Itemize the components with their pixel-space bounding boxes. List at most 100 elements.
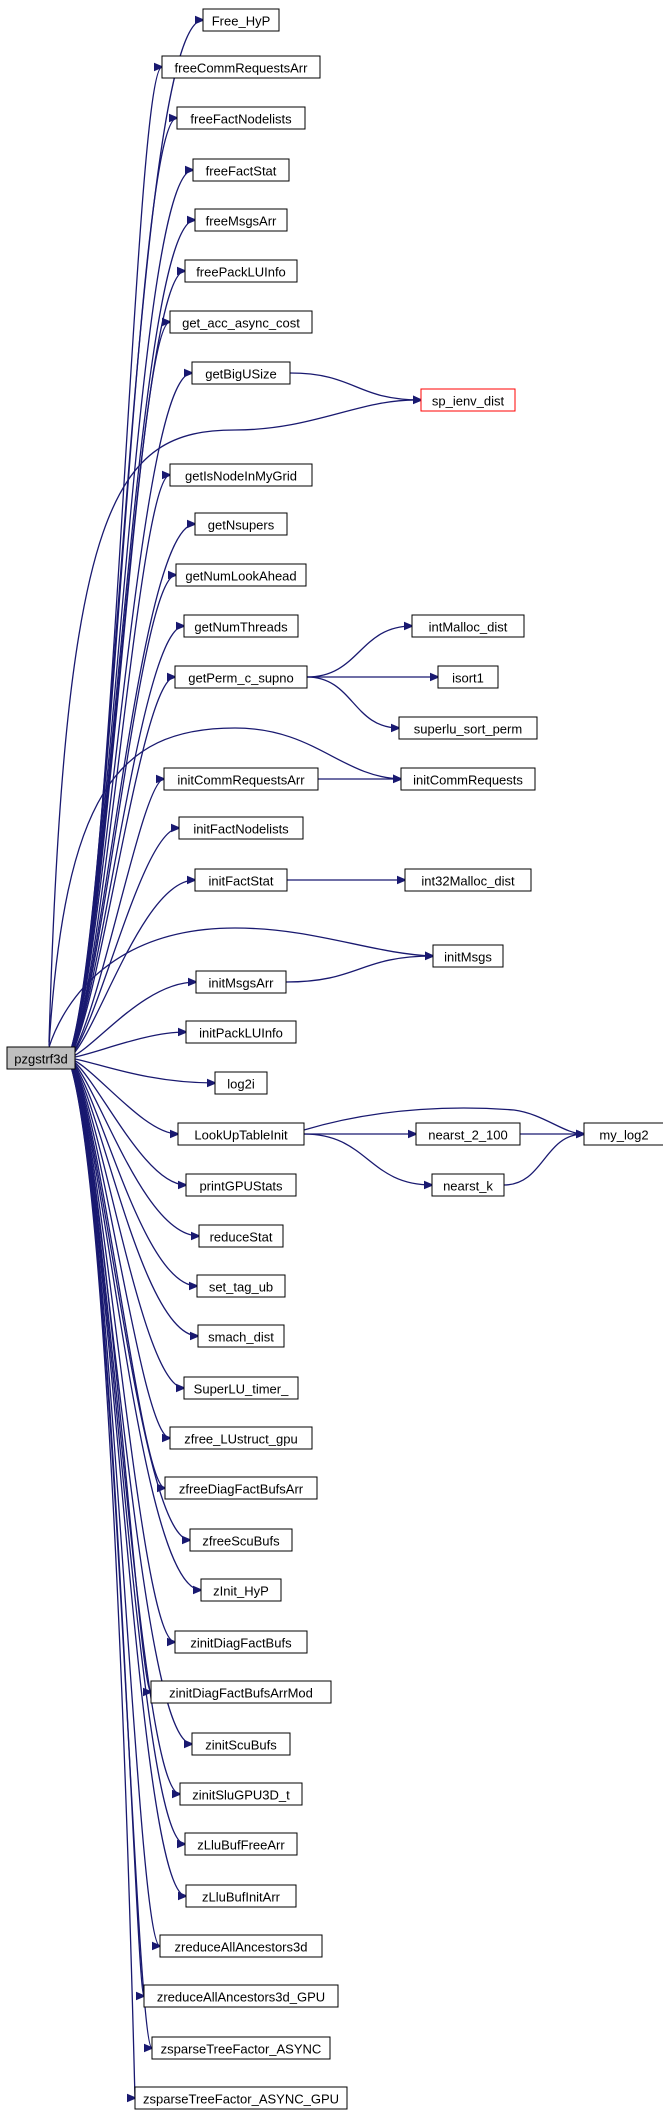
node-zinitdiagfactbufsarrmod[interactable]: zinitDiagFactBufsArrMod xyxy=(150,1680,332,1704)
node-initcommrequests[interactable]: initCommRequests xyxy=(400,767,536,791)
node-zfree-lustruct-gpu[interactable]: zfree_LUstruct_gpu xyxy=(169,1426,313,1450)
node-zsparsetreefactor-async[interactable]: zsparseTreeFactor_ASYNC xyxy=(151,2036,331,2060)
node-box[interactable] xyxy=(185,1884,297,1908)
node-intmalloc-dist[interactable]: intMalloc_dist xyxy=(411,614,525,638)
node-box[interactable] xyxy=(197,1324,285,1348)
node-zfreediagfactbufsarr[interactable]: zfreeDiagFactBufsArr xyxy=(164,1476,318,1500)
node-box[interactable] xyxy=(150,1680,332,1704)
node-box[interactable] xyxy=(175,563,307,587)
node-zinitscubufs[interactable]: zinitScuBufs xyxy=(191,1732,291,1756)
node-box[interactable] xyxy=(198,1224,284,1248)
node-getbigusize[interactable]: getBigUSize xyxy=(191,361,291,385)
node-isort1[interactable]: isort1 xyxy=(437,665,499,689)
node-box[interactable] xyxy=(164,1476,318,1500)
node-superlu-timer[interactable]: SuperLU_timer_ xyxy=(183,1376,299,1400)
node-box[interactable] xyxy=(400,767,536,791)
node-my-log2[interactable]: my_log2 xyxy=(583,1122,663,1146)
node-box[interactable] xyxy=(196,1274,286,1298)
node-nearst-2-100[interactable]: nearst_2_100 xyxy=(415,1122,521,1146)
node-sp-ienv-dist[interactable]: sp_ienv_dist xyxy=(420,388,516,412)
node-box[interactable] xyxy=(6,1046,76,1070)
node-box[interactable] xyxy=(183,614,299,638)
node-int32malloc-dist[interactable]: int32Malloc_dist xyxy=(404,868,532,892)
node-box[interactable] xyxy=(194,208,288,232)
node-box[interactable] xyxy=(185,1173,297,1197)
node-box[interactable] xyxy=(161,55,321,79)
node-printgpustats[interactable]: printGPUStats xyxy=(185,1173,297,1197)
node-freemsgsarr[interactable]: freeMsgsArr xyxy=(194,208,288,232)
node-box[interactable] xyxy=(437,665,499,689)
node-box[interactable] xyxy=(169,1426,313,1450)
node-smach-dist[interactable]: smach_dist xyxy=(197,1324,285,1348)
node-box[interactable] xyxy=(194,512,288,536)
node-initmsgsarr[interactable]: initMsgsArr xyxy=(195,970,287,994)
node-zllubufinitarr[interactable]: zLluBufInitArr xyxy=(185,1884,297,1908)
node-free-hyp[interactable]: Free_HyP xyxy=(202,8,280,32)
node-box[interactable] xyxy=(178,816,304,840)
node-box[interactable] xyxy=(177,1122,305,1146)
node-box[interactable] xyxy=(431,1173,505,1197)
node-zllubuffreearr[interactable]: zLluBufFreeArr xyxy=(184,1832,298,1856)
node-initfactnodelists[interactable]: initFactNodelists xyxy=(178,816,304,840)
node-box[interactable] xyxy=(143,1984,339,2008)
node-zreduceallancestors3d-gpu[interactable]: zreduceAllAncestors3d_GPU xyxy=(143,1984,339,2008)
node-box[interactable] xyxy=(202,8,280,32)
node-reducestat[interactable]: reduceStat xyxy=(198,1224,284,1248)
node-getnumlookahead[interactable]: getNumLookAhead xyxy=(175,563,307,587)
node-box[interactable] xyxy=(183,1376,299,1400)
node-box[interactable] xyxy=(398,716,538,740)
node-initfactstat[interactable]: initFactStat xyxy=(194,868,288,892)
node-box[interactable] xyxy=(134,2086,348,2110)
node-box[interactable] xyxy=(432,944,504,968)
node-zinitslugpu3d-t[interactable]: zinitSluGPU3D_t xyxy=(179,1782,303,1806)
node-box[interactable] xyxy=(184,1832,298,1856)
node-box[interactable] xyxy=(411,614,525,638)
node-initcommrequestsarr[interactable]: initCommRequestsArr xyxy=(163,767,319,791)
node-initpackluinfo[interactable]: initPackLUInfo xyxy=(185,1020,297,1044)
node-set-tag-ub[interactable]: set_tag_ub xyxy=(196,1274,286,1298)
node-box[interactable] xyxy=(192,158,290,182)
node-box[interactable] xyxy=(159,1934,323,1958)
node-box[interactable] xyxy=(174,665,308,689)
node-freefactstat[interactable]: freeFactStat xyxy=(192,158,290,182)
node-box[interactable] xyxy=(191,1732,291,1756)
node-zsparsetreefactor-async-gpu[interactable]: zsparseTreeFactor_ASYNC_GPU xyxy=(134,2086,348,2110)
node-box[interactable] xyxy=(174,1630,308,1654)
node-freefactnodelists[interactable]: freeFactNodelists xyxy=(176,106,306,130)
node-box[interactable] xyxy=(415,1122,521,1146)
node-box[interactable] xyxy=(420,388,516,412)
node-getperm-c-supno[interactable]: getPerm_c_supno xyxy=(174,665,308,689)
node-box[interactable] xyxy=(185,1020,297,1044)
node-zinit-hyp[interactable]: zInit_HyP xyxy=(200,1578,282,1602)
node-getnumthreads[interactable]: getNumThreads xyxy=(183,614,299,638)
node-getnsupers[interactable]: getNsupers xyxy=(194,512,288,536)
node-box[interactable] xyxy=(189,1528,293,1552)
node-box[interactable] xyxy=(163,767,319,791)
node-pzgstrf3d[interactable]: pzgstrf3d xyxy=(6,1046,76,1070)
node-nearst-k[interactable]: nearst_k xyxy=(431,1173,505,1197)
node-initmsgs[interactable]: initMsgs xyxy=(432,944,504,968)
node-box[interactable] xyxy=(184,259,298,283)
node-freecommrequestsarr[interactable]: freeCommRequestsArr xyxy=(161,55,321,79)
node-box[interactable] xyxy=(179,1782,303,1806)
node-box[interactable] xyxy=(404,868,532,892)
node-lookuptableinit[interactable]: LookUpTableInit xyxy=(177,1122,305,1146)
node-box[interactable] xyxy=(200,1578,282,1602)
node-log2i[interactable]: log2i xyxy=(214,1071,268,1095)
node-box[interactable] xyxy=(151,2036,331,2060)
node-box[interactable] xyxy=(176,106,306,130)
node-superlu-sort-perm[interactable]: superlu_sort_perm xyxy=(398,716,538,740)
node-box[interactable] xyxy=(194,868,288,892)
node-zreduceallancestors3d[interactable]: zreduceAllAncestors3d xyxy=(159,1934,323,1958)
node-box[interactable] xyxy=(191,361,291,385)
node-box[interactable] xyxy=(195,970,287,994)
node-zinitdiagfactbufs[interactable]: zinitDiagFactBufs xyxy=(174,1630,308,1654)
node-box[interactable] xyxy=(583,1122,663,1146)
node-freepackluinfo[interactable]: freePackLUInfo xyxy=(184,259,298,283)
node-box[interactable] xyxy=(214,1071,268,1095)
node-box[interactable] xyxy=(169,463,313,487)
node-get-acc-async-cost[interactable]: get_acc_async_cost xyxy=(169,310,313,334)
node-box[interactable] xyxy=(169,310,313,334)
node-getisnodeinmygrid[interactable]: getIsNodeInMyGrid xyxy=(169,463,313,487)
node-zfreescubufs[interactable]: zfreeScuBufs xyxy=(189,1528,293,1552)
